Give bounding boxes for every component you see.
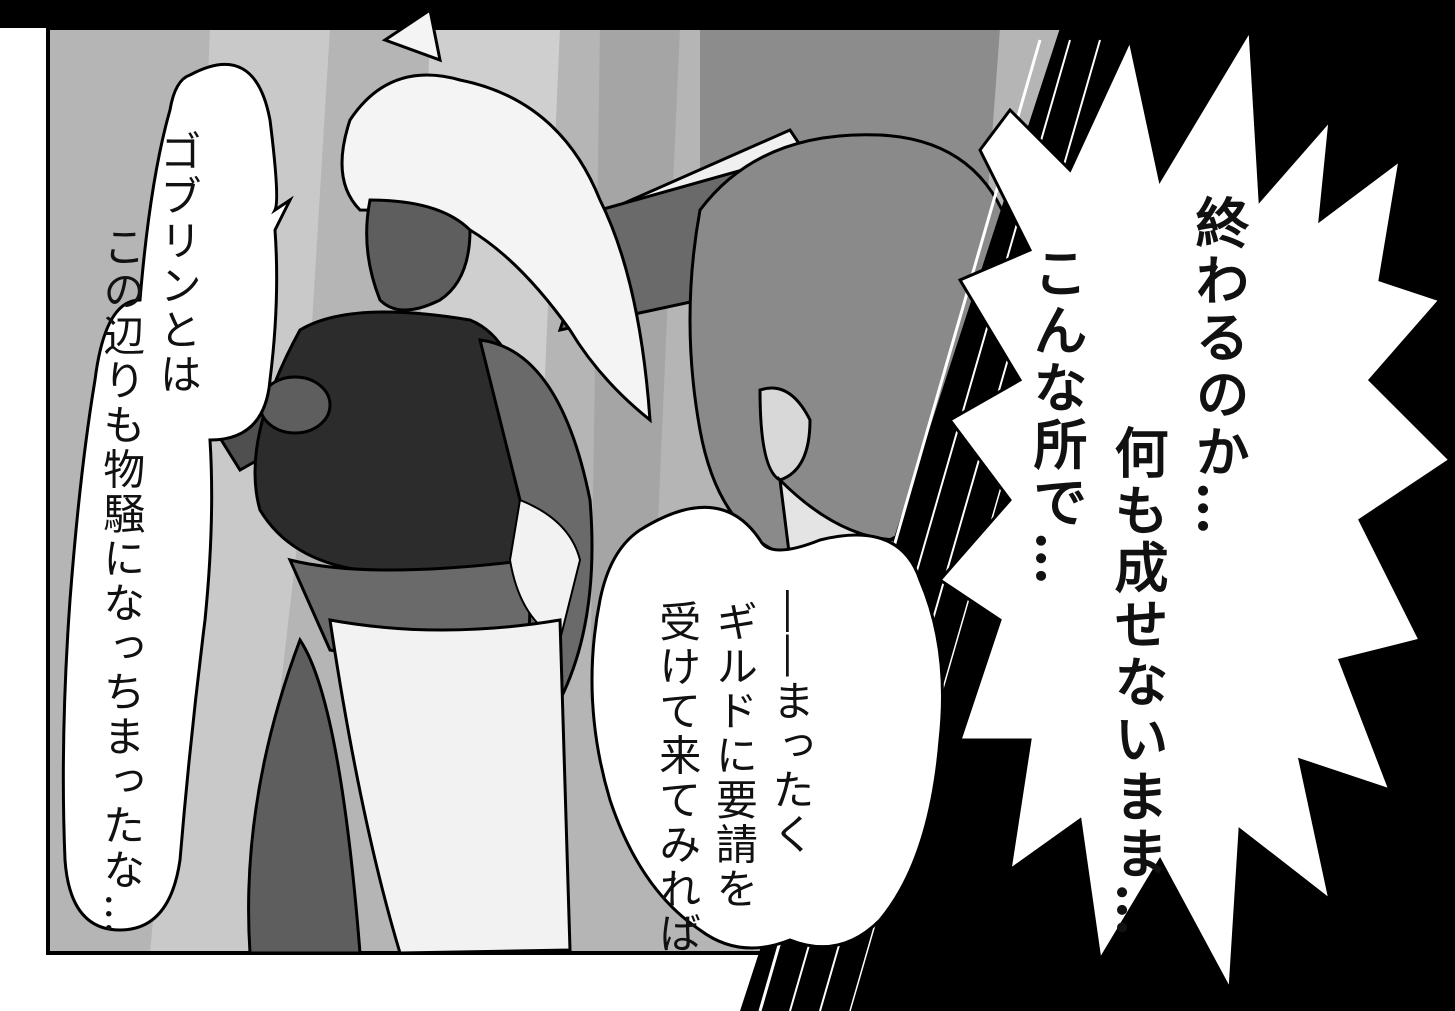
man-ear — [758, 386, 812, 482]
monologue-text: 終わるのか… 何も成せないまま… こんな所で… — [1015, 195, 1258, 940]
top-border — [0, 0, 1455, 28]
monologue-col1: 終わるのか… — [1186, 195, 1250, 539]
leg — [247, 636, 362, 955]
goblin-dialogue: ゴブリンとは この辺りも物騒になっちまったな… — [92, 130, 205, 937]
goblin-dialogue-line2: この辺りも物騒になっちまったな… — [96, 225, 146, 938]
goblin-dialogue-line1: ゴブリンとは — [153, 130, 203, 398]
thought-bubble — [937, 25, 1453, 996]
monologue-col2: 何も成せないまま… — [1105, 425, 1169, 941]
guild-dialogue-line3: 受けて来てみれば — [652, 600, 702, 957]
tree-trunk-left — [150, 28, 330, 953]
monologue-col3: こんな所で… — [1024, 245, 1088, 589]
woman-character — [212, 7, 813, 955]
hair-ornament — [381, 7, 442, 63]
white-wrap — [328, 618, 572, 955]
guild-dialogue: ――まったく ギルドに要請を 受けて来てみれば — [648, 590, 818, 956]
speech-bubble-goblin — [61, 62, 294, 932]
speech-bubble-guild — [590, 505, 944, 950]
guild-dialogue-line1: ――まったく — [766, 590, 816, 858]
face — [365, 198, 472, 312]
guild-dialogue-line2: ギルドに要請を — [709, 600, 759, 912]
